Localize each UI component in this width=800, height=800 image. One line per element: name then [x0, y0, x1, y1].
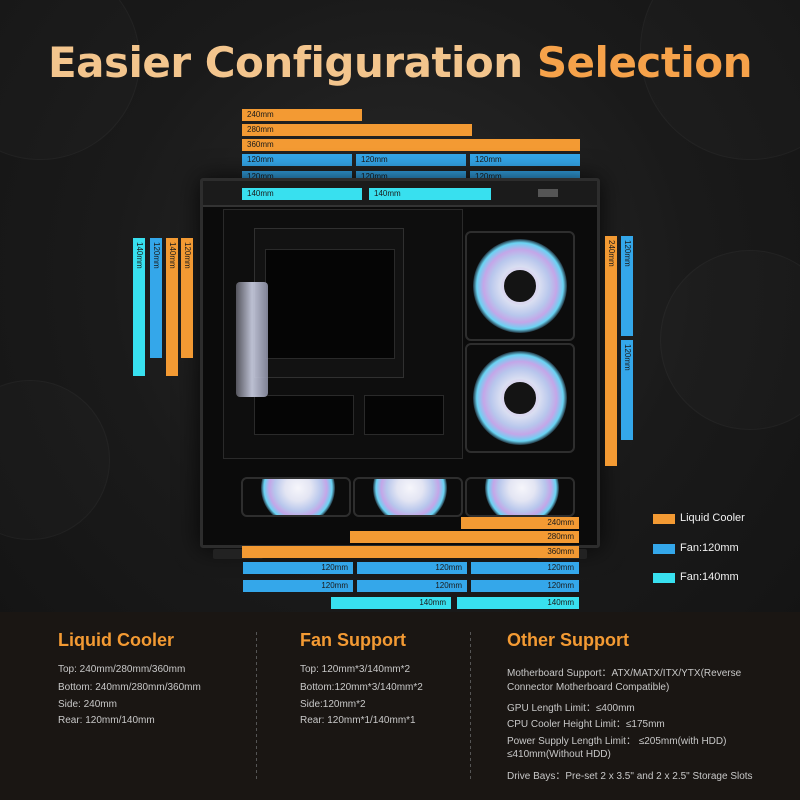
rear-fan-120-bar: 120mm — [621, 236, 633, 336]
spec-line: Top: 120mm*3/140mm*2 — [300, 664, 411, 675]
top-radiator-360-bar: 360mm — [242, 139, 580, 151]
spec-line: Side: 240mm — [58, 699, 117, 710]
bottom-fan-3 — [465, 477, 575, 517]
spec-line: CPU Cooler Height Limit：≤175mm — [507, 719, 665, 730]
legend-label: Fan:140mm — [680, 571, 739, 583]
fan-support-heading: Fan Support — [300, 630, 406, 650]
case-interior — [223, 209, 463, 459]
bottom-fan-1 — [241, 477, 351, 517]
io-ports — [538, 189, 558, 197]
side-radiator-140-bar: 140mm — [166, 238, 178, 376]
bottom-fan-120-bar: 120mm — [243, 580, 353, 592]
spec-line: Rear: 120mm/140mm — [58, 715, 155, 726]
legend-label: Liquid Cooler — [680, 512, 745, 524]
cable-cutout — [364, 395, 444, 435]
spec-line: Top: 240mm/280mm/360mm — [58, 664, 186, 675]
rear-fan-top — [465, 231, 575, 341]
side-radiator-120-bar: 120mm — [181, 238, 193, 358]
bottom-fan-140-bar: 140mm — [331, 597, 451, 609]
liquid-cooler-heading: Liquid Cooler — [58, 630, 174, 650]
spec-line: Bottom: 240mm/280mm/360mm — [58, 682, 201, 693]
top-fan-140-bar: 140mm — [242, 188, 362, 200]
bottom-radiator-360-bar: 360mm — [242, 546, 579, 558]
bottom-fan-120-bar: 120mm — [471, 580, 579, 592]
bg-circle — [0, 380, 110, 540]
title-part-3: Selection — [536, 38, 753, 87]
rear-fan-120-bar: 120mm — [621, 340, 633, 440]
legend-swatch — [653, 514, 675, 524]
motherboard-tray — [254, 228, 404, 378]
spec-line: Bottom:120mm*3/140mm*2 — [300, 682, 423, 693]
bottom-radiator-240-bar: 240mm — [461, 517, 579, 529]
spec-line: Side:120mm*2 — [300, 699, 366, 710]
pc-case-image — [200, 178, 600, 559]
column-divider — [470, 632, 471, 782]
top-radiator-240-bar: 240mm — [242, 109, 362, 121]
legend-swatch — [653, 544, 675, 554]
rear-radiator-240-bar: 240mm — [605, 236, 617, 466]
spec-panel — [0, 612, 800, 800]
spec-line: Power Supply Length Limit： ≤205mm(with H… — [507, 736, 727, 747]
top-fan-140-bar: 140mm — [369, 188, 491, 200]
bottom-fan-2 — [353, 477, 463, 517]
case-foot — [213, 549, 263, 559]
bg-circle — [660, 250, 800, 430]
column-divider — [256, 632, 257, 782]
legend-swatch — [653, 573, 675, 583]
top-fan-120-bar: 120mm — [470, 154, 580, 166]
side-fan-140-bar: 140mm — [133, 238, 145, 376]
bottom-radiator-280-bar: 280mm — [350, 531, 579, 543]
title-part-2: Configuration — [204, 38, 537, 87]
spec-line: Motherboard Support：ATX/MATX/ITX/YTX(Rev… — [507, 668, 742, 679]
page-title: Easier Configuration Selection — [0, 38, 800, 87]
rear-fan-bottom — [465, 343, 575, 453]
spec-line: Rear: 120mm*1/140mm*1 — [300, 715, 416, 726]
other-support-heading: Other Support — [507, 630, 629, 650]
spec-line: Connector Motherboard Compatible) — [507, 682, 670, 693]
bottom-fan-120-bar: 120mm — [471, 562, 579, 574]
bottom-fan-120-bar: 120mm — [243, 562, 353, 574]
bottom-fan-140-bar: 140mm — [457, 597, 579, 609]
top-radiator-280-bar: 280mm — [242, 124, 472, 136]
cable-cutout — [254, 395, 354, 435]
cpu-cutout — [265, 249, 395, 359]
legend-label: Fan:120mm — [680, 542, 739, 554]
top-fan-120-bar: 120mm — [356, 154, 466, 166]
title-part-1: Easier — [47, 38, 205, 87]
side-fan — [236, 282, 268, 397]
spec-line: ≤410mm(Without HDD) — [507, 749, 611, 760]
spec-line: Drive Bays：Pre-set 2 x 3.5" and 2 x 2.5"… — [507, 771, 753, 782]
bottom-fan-120-bar: 120mm — [357, 580, 467, 592]
side-fan-120-bar: 120mm — [150, 238, 162, 358]
top-fan-120-bar: 120mm — [242, 154, 352, 166]
spec-line: GPU Length Limit：≤400mm — [507, 703, 635, 714]
bottom-fan-120-bar: 120mm — [357, 562, 467, 574]
